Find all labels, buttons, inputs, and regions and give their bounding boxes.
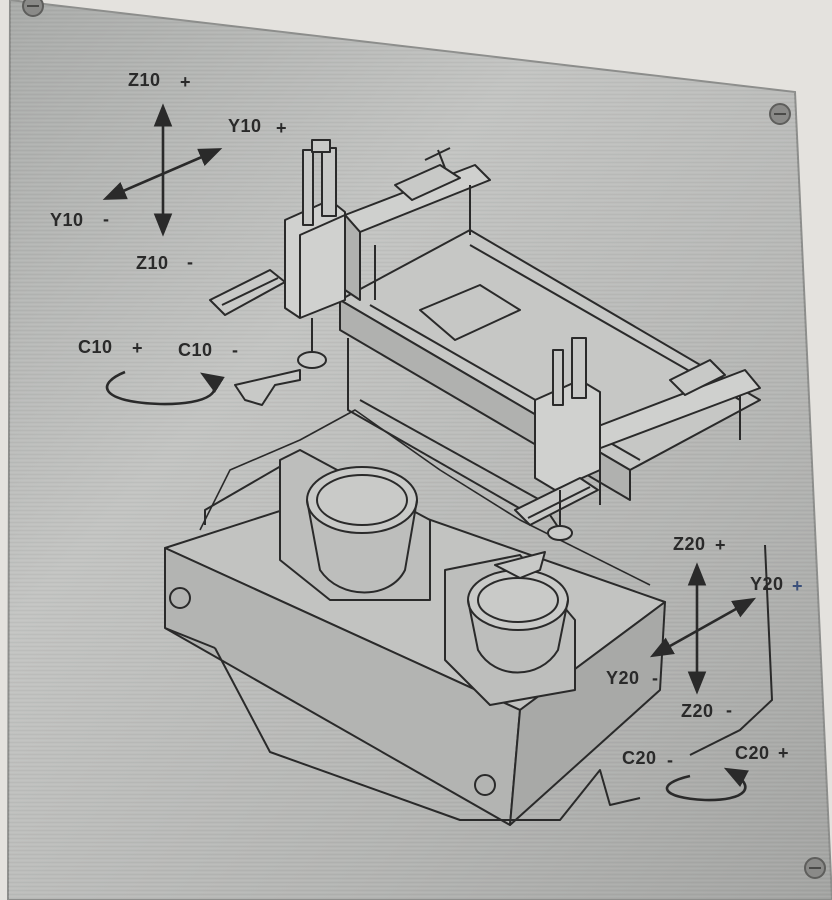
c20-plus-label: C20 <box>735 743 770 763</box>
y10-plus-sign: + <box>276 118 287 138</box>
z20-minus-sign: - <box>726 700 732 720</box>
axis-arrows-10 <box>102 103 225 406</box>
y20-plus-label: Y20 <box>750 574 784 594</box>
c20-plus-sign: + <box>778 743 789 763</box>
axis-arrows-20 <box>649 544 774 802</box>
gantry-right <box>494 337 761 579</box>
y20-minus-sign: - <box>652 668 658 688</box>
z10-plus-sign: + <box>180 72 191 92</box>
bowl-left <box>279 449 431 601</box>
z10-plus-label: Z10 <box>128 70 161 90</box>
y10-axis-arrow-icon <box>102 148 223 200</box>
screw-icon <box>804 857 826 879</box>
c10-minus-label: C10 <box>178 340 213 360</box>
z20-plus-label: Z20 <box>673 534 706 554</box>
z20-plus-sign: + <box>715 535 726 555</box>
bowl-right <box>444 554 576 706</box>
bracket-line-20 <box>689 544 774 756</box>
c20-minus-label: C20 <box>622 748 657 768</box>
y20-minus-label: Y20 <box>606 668 640 688</box>
y10-minus-label: Y10 <box>50 210 84 230</box>
gantry-left <box>209 139 491 406</box>
z10-minus-label: Z10 <box>136 253 169 273</box>
c10-plus-sign: + <box>132 338 143 358</box>
z20-minus-label: Z20 <box>681 701 714 721</box>
y10-plus-label: Y10 <box>228 116 262 136</box>
c20-rotation-arrow-icon <box>665 767 749 802</box>
machine-drawing <box>164 139 761 826</box>
y10-minus-sign: - <box>103 209 109 229</box>
z10-minus-sign: - <box>187 252 193 272</box>
y20-plus-sign: + <box>792 576 803 596</box>
screw-icon <box>22 0 44 17</box>
c10-rotation-arrow-icon <box>105 370 225 406</box>
screw-icon <box>769 103 791 125</box>
c10-plus-label: C10 <box>78 337 113 357</box>
y20-axis-arrow-icon <box>649 597 757 658</box>
c10-minus-sign: - <box>232 340 238 360</box>
c20-minus-sign: - <box>667 750 673 770</box>
